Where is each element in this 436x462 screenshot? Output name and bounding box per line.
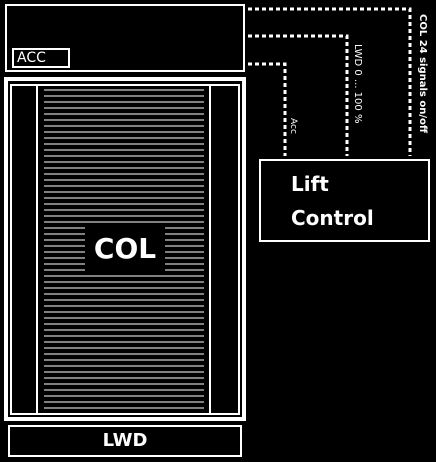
col-label: COL [85,226,165,272]
acc-label: ACC [12,48,70,68]
col-inner-frame [10,84,240,415]
acc-housing [5,4,245,72]
col-signal-connector [248,7,412,156]
lwd-signal-label: LWD 0 ... 100 % [352,44,363,123]
acc-signal-connector [248,62,287,156]
col-signal-label: COL 24 signals on/off [417,14,428,134]
lwd-signal-connector [248,34,349,156]
lift-control-line2: Control [291,206,374,230]
lift-control-line1: Lift [291,172,329,196]
lwd-box: LWD [8,425,242,457]
col-frame [4,77,246,421]
acc-signal-label: Acc [288,118,298,134]
lift-control-box: Lift Control [259,159,430,242]
